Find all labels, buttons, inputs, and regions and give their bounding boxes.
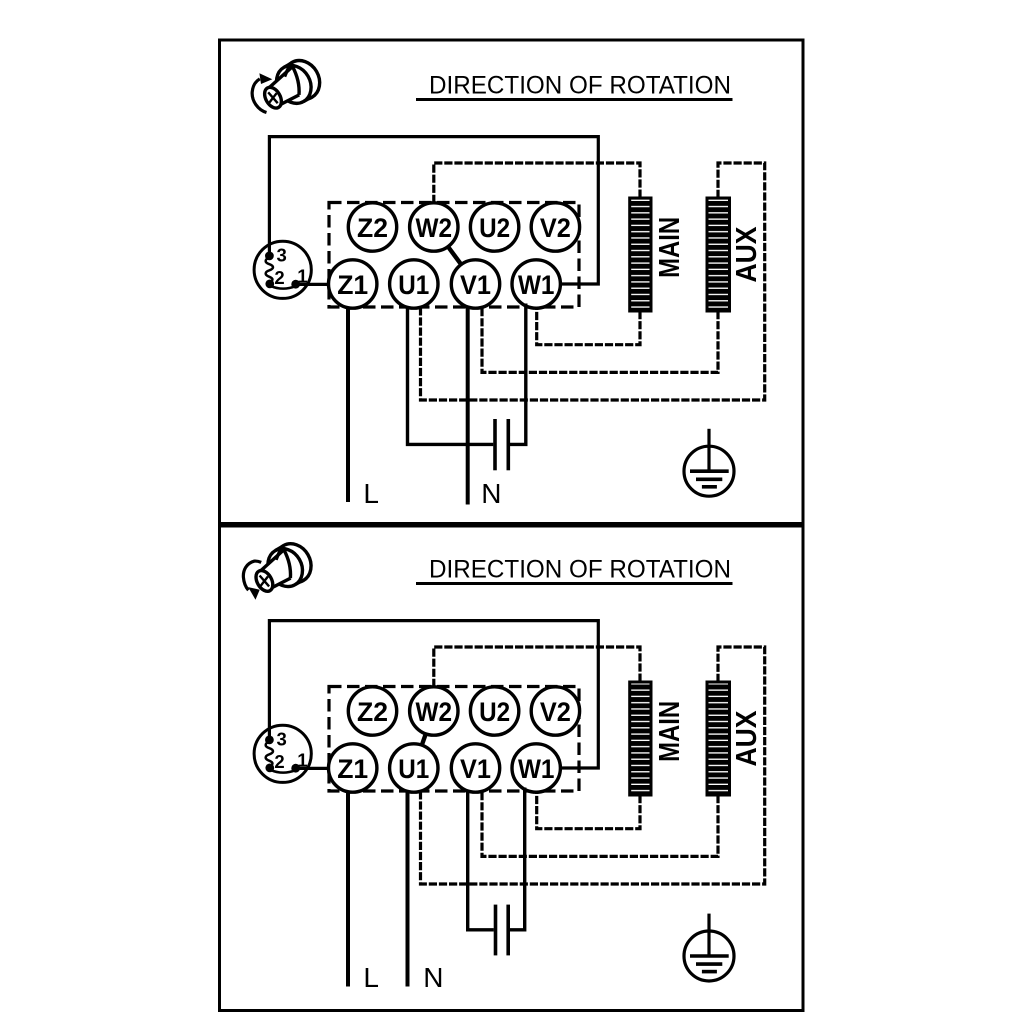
svg-text:AUX: AUX [731, 226, 763, 283]
svg-text:Z2: Z2 [357, 213, 388, 243]
svg-text:Z1: Z1 [337, 270, 368, 300]
svg-text:1: 1 [297, 749, 307, 770]
svg-text:V2: V2 [540, 697, 571, 727]
svg-text:DIRECTION OF ROTATION: DIRECTION OF ROTATION [429, 72, 731, 100]
svg-text:V1: V1 [460, 754, 491, 784]
svg-text:2: 2 [274, 267, 284, 288]
svg-text:U1: U1 [398, 270, 429, 300]
svg-text:N: N [481, 478, 501, 509]
svg-text:Z1: Z1 [337, 754, 368, 784]
svg-text:U1: U1 [398, 754, 429, 784]
svg-text:L: L [363, 478, 379, 509]
svg-text:W1: W1 [518, 754, 555, 784]
svg-text:U2: U2 [479, 697, 510, 727]
svg-text:V2: V2 [540, 213, 571, 243]
svg-text:AUX: AUX [731, 710, 763, 767]
svg-text:MAIN: MAIN [654, 217, 686, 278]
svg-text:U2: U2 [479, 213, 510, 243]
svg-text:N: N [423, 962, 443, 993]
svg-text:DIRECTION OF ROTATION: DIRECTION OF ROTATION [429, 556, 731, 584]
svg-text:W2: W2 [416, 213, 453, 243]
svg-text:V1: V1 [460, 270, 491, 300]
svg-text:1: 1 [297, 265, 307, 286]
svg-text:3: 3 [277, 728, 287, 749]
svg-text:MAIN: MAIN [654, 701, 686, 762]
svg-text:W1: W1 [518, 270, 555, 300]
svg-text:L: L [363, 962, 379, 993]
svg-text:2: 2 [274, 751, 284, 772]
svg-text:3: 3 [277, 244, 287, 265]
svg-text:W2: W2 [416, 697, 453, 727]
svg-text:Z2: Z2 [357, 697, 388, 727]
